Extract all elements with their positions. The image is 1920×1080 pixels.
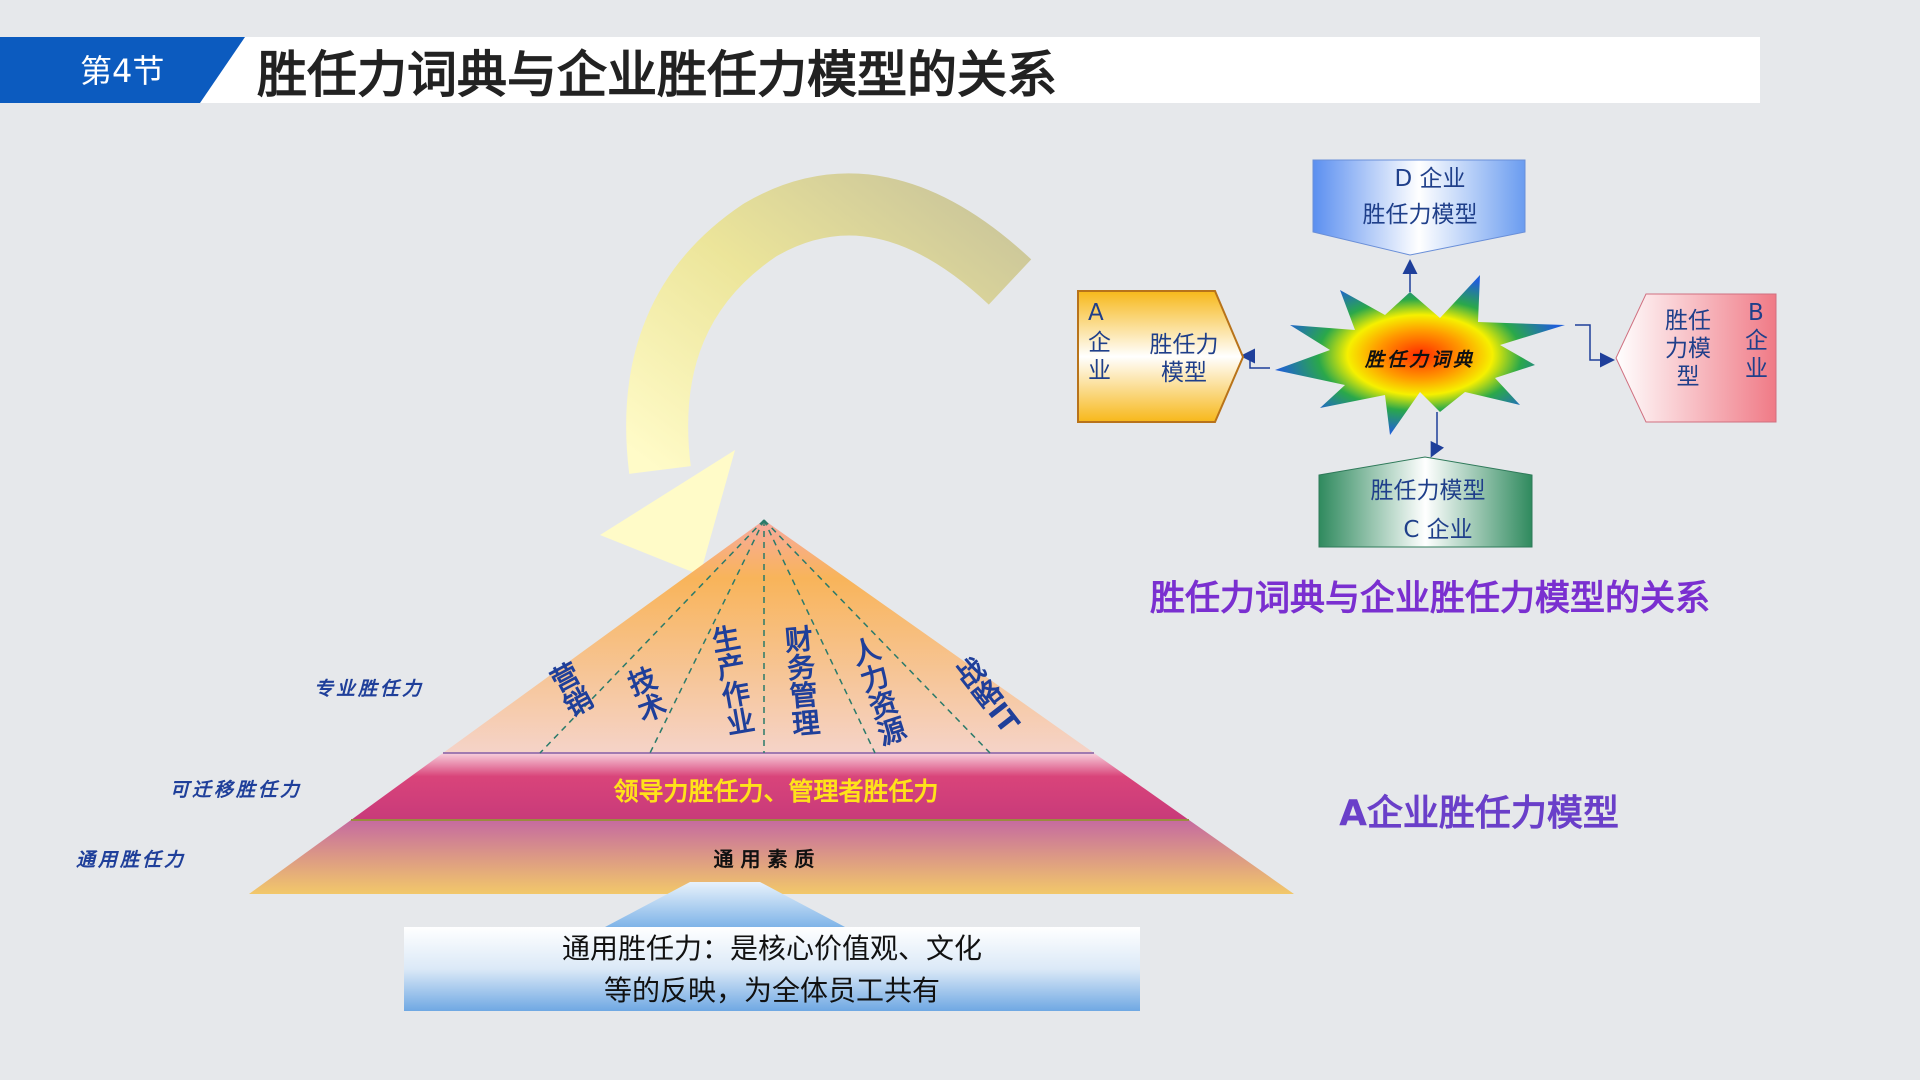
section-badge [0,37,245,103]
bottom-layer-text: 通 用 素 质 [714,847,815,871]
section-label: 第4节 [80,52,164,90]
b-box-line3: 型 [1677,364,1700,390]
c-box-line2: C 企业 [1403,517,1472,543]
note-box [404,927,1140,1011]
d-box-line2: 胜任力模型 [1363,202,1478,228]
level-label-transferable: 可迁移胜任力 [170,779,302,801]
c-box-line1: 胜任力模型 [1371,478,1486,504]
center-label: 胜任力词典 [1364,349,1475,371]
pyramid-caption: A企业胜任力模型 [1339,792,1619,834]
level-label-general: 通用胜任力 [76,849,186,871]
pyramid: 营销 技术 生产作业 财务管理 人力资源 战略IT 领导力胜任力、管理者胜任力 … [249,519,1294,894]
up-arrow-icon [605,882,845,927]
d-box-line1: D 企业 [1394,166,1465,192]
b-box-line1: 胜任 [1665,308,1711,334]
a-box-line1: 胜任力 [1150,332,1219,358]
header-band [0,37,1760,103]
a-box-line2: 模型 [1161,360,1207,386]
page-title: 胜任力词典与企业胜任力模型的关系 [257,46,1057,104]
b-box-char2: 业 [1745,356,1768,382]
middle-layer-text: 领导力胜任力、管理者胜任力 [613,777,938,806]
starburst-icon [1275,275,1565,435]
a-box-char1: 企 [1088,330,1111,356]
a-box-char2: 业 [1088,358,1111,384]
b-box-letter: B [1748,300,1764,326]
relation-title: 胜任力词典与企业胜任力模型的关系 [1150,578,1710,619]
a-box-letter: A [1088,300,1104,326]
curved-arrow [600,173,1032,575]
note-line-1: 通用胜任力：是核心价值观、文化 [562,932,982,965]
relation-diagram: D 企业 胜任力模型 A 企 业 胜任力 模型 胜任 力模 型 B 企 业 胜任… [1077,159,1777,548]
level-label-professional: 专业胜任力 [314,678,424,700]
b-box-char1: 企 [1745,328,1768,354]
note-line-2: 等的反映，为全体员工共有 [604,974,940,1007]
b-box-line2: 力模 [1665,336,1711,362]
